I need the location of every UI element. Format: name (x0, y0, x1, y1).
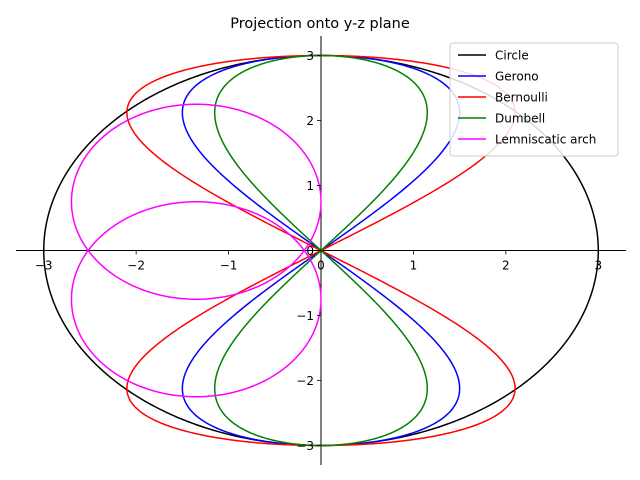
x-tick-label: 0 (317, 259, 325, 273)
legend-box (449, 42, 619, 157)
chart-title: Projection onto y-z plane (230, 16, 410, 32)
x-tick-label: −3 (35, 259, 53, 273)
y-tick-label: −1 (296, 309, 314, 323)
x-tick-label: 2 (502, 259, 510, 273)
y-tick-label: 0 (306, 244, 314, 258)
y-tick-label: −3 (296, 439, 314, 453)
legend: CircleGeronoBernoulliDumbellLemniscatic … (449, 42, 619, 157)
legend-label: Gerono (495, 70, 539, 84)
y-tick-label: 3 (306, 49, 314, 63)
y-tick-label: 2 (306, 114, 314, 128)
x-tick-label: 1 (410, 259, 418, 273)
y-tick-label: 1 (306, 179, 314, 193)
legend-label: Circle (495, 49, 529, 63)
legend-label: Lemniscatic arch (495, 133, 596, 147)
ticks: −3 −2 −1 0 1 2 3 −3 −2 −1 0 1 2 3 (35, 49, 602, 453)
series-curve-lemniscatic-arch-lobe-2 (70, 201, 322, 398)
x-tick-label: −2 (127, 259, 145, 273)
legend-label: Dumbell (495, 112, 545, 126)
y-tick-label: −2 (296, 374, 314, 388)
x-tick-label: −1 (220, 259, 238, 273)
series-curve-lemniscatic-arch (70, 103, 322, 300)
legend-label: Bernoulli (495, 91, 548, 105)
x-tick-label: 3 (594, 259, 602, 273)
